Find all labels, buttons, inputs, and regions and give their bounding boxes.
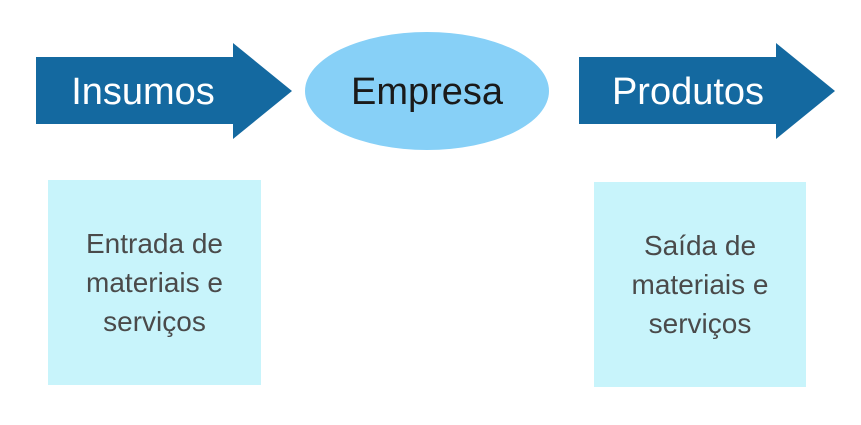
arrow-insumos [36, 43, 292, 139]
output-description-line-2: materiais e [631, 269, 769, 300]
arrow-insumos-label: Insumos [71, 71, 215, 113]
output-description-line-3: serviços [648, 308, 752, 339]
empresa-label: Empresa [351, 71, 504, 113]
output-description-line-1: Saída de [643, 230, 757, 261]
input-description-box: Entrada de materiais e serviços [48, 180, 261, 385]
input-description-line-3: serviços [103, 306, 206, 337]
output-description-box: Saída de materiais e serviços [594, 182, 806, 387]
arrow-produtos-label: Produtos [612, 71, 764, 113]
empresa-ellipse [305, 32, 549, 150]
input-description-line-2: materiais e [86, 267, 223, 298]
arrow-produtos [579, 43, 835, 139]
input-description-line-1: Entrada de [86, 228, 223, 259]
